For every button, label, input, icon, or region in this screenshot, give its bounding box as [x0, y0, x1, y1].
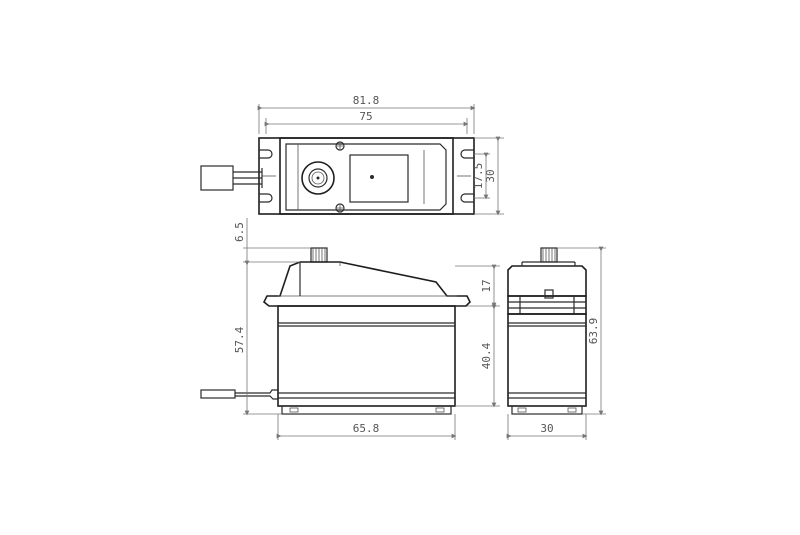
dim-body-total-height: 57.4: [233, 326, 246, 353]
top-lid: [285, 143, 447, 211]
top-view-dimensions: 81.8 75 30 17.5: [257, 94, 504, 216]
cable-connector: [200, 165, 234, 191]
side-bottom-plate: [511, 405, 583, 415]
output-spline-outer: [301, 161, 335, 195]
top-flange-outline: [258, 137, 475, 215]
top-view: [200, 137, 475, 215]
dim-side-width: 30: [540, 422, 553, 435]
side-case-body: [507, 313, 587, 407]
front-top-cover: [262, 261, 471, 307]
screw-icon: [335, 141, 345, 151]
mount-slot-left-top: [259, 149, 273, 159]
output-spline-inner: [308, 168, 328, 188]
mount-slot-right-bottom: [460, 193, 474, 203]
top-case-outline: [279, 137, 454, 215]
side-view-dimensions: 63.9 30: [506, 246, 606, 440]
dim-upper-case-height: 17: [480, 279, 493, 292]
top-label-window: [349, 154, 409, 203]
dim-side-total-height: 63.9: [587, 318, 600, 345]
side-top-cover: [507, 265, 587, 297]
side-flange-tab: [544, 289, 554, 299]
dim-top-mount-width: 75: [359, 110, 372, 123]
screw-icon: [335, 203, 345, 213]
front-cable-connector: [200, 389, 236, 399]
front-view: [200, 247, 471, 415]
front-case-body: [277, 305, 456, 407]
dim-front-width: 65.8: [353, 422, 380, 435]
front-view-dimensions: 6.5 57.4 17 40.4 65.8: [233, 218, 500, 440]
dim-top-height-inner: 17.5: [472, 163, 485, 190]
dim-top-overall-width: 81.8: [353, 94, 380, 107]
front-bottom-plate: [281, 405, 452, 415]
dim-lower-case-height: 40.4: [480, 342, 493, 369]
dim-horn-height: 6.5: [233, 222, 246, 242]
mount-slot-left-bottom: [259, 193, 273, 203]
mount-slot-right-top: [460, 149, 474, 159]
side-view: [507, 247, 587, 415]
